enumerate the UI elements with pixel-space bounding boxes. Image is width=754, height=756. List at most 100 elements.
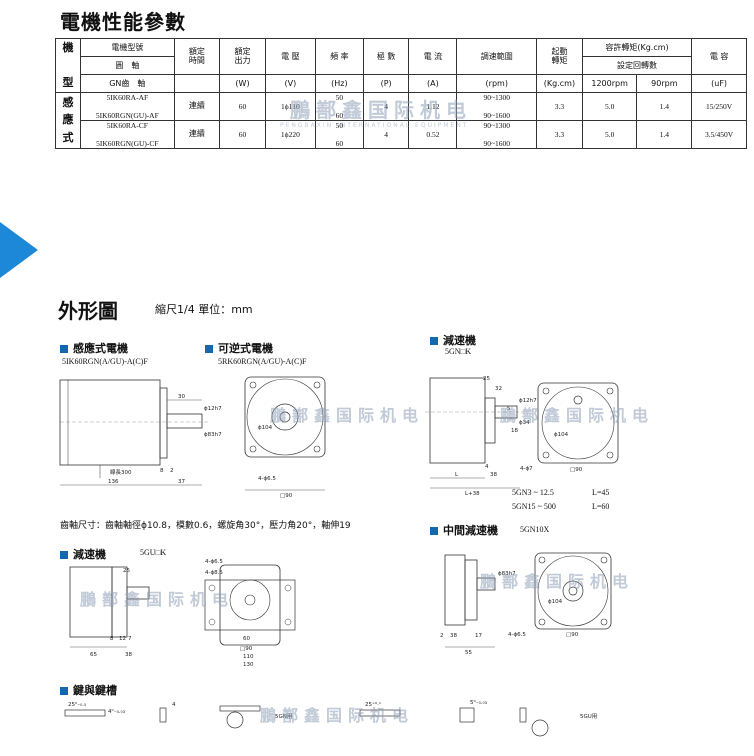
header-capacitor: 電 容 — [691, 38, 747, 75]
dim-17: 17 — [475, 633, 482, 639]
header-motor-model: 電機型號 — [80, 38, 175, 57]
unit-a: (A) — [408, 73, 458, 93]
dim-32: 32 — [495, 386, 502, 392]
dim-phi12: ϕ12h7 — [204, 406, 222, 412]
header-speed-range: 調速範圍 — [456, 38, 538, 75]
dim-110: 110 — [243, 654, 254, 660]
unit-uf: (uF) — [691, 73, 747, 93]
dim-pcd: ϕ104 — [548, 599, 563, 605]
header-allow-torque: 容許轉矩(Kg.cm) — [581, 38, 693, 57]
dim-holes: 4-ϕ6.5 — [508, 632, 526, 638]
square-bullet-icon — [430, 337, 438, 345]
dim-holes-2: 4-ϕ8.5 — [205, 570, 223, 576]
spec-range-2: 5GN15 ~ 500 — [512, 502, 556, 511]
dim-25: 25 — [483, 376, 490, 382]
dim-L38: L+38 — [465, 491, 480, 497]
unit-hz: (Hz) — [314, 73, 364, 93]
dim-18: 18 — [511, 428, 518, 434]
dim-holes: 4-ϕ7 — [520, 466, 533, 472]
section-reversible: 可逆式電機 — [205, 340, 273, 356]
induction-motor-drawing: 136 37 30 8 2 ϕ12h7 ϕ83h7 線長300 — [59, 379, 222, 486]
dim-90: □90 — [240, 646, 253, 652]
section-reducer-k: 減速機 — [430, 332, 476, 348]
section-reducer-gu: 減速機 — [60, 546, 106, 562]
watermark: 鵬鄯鑫国际机电 — [480, 572, 635, 591]
header-90rpm: 90rpm — [636, 73, 693, 93]
dim-phi12: ϕ12h7 — [519, 398, 537, 404]
dim-38: 38 — [490, 472, 497, 478]
outline-title: 外形圖 — [58, 299, 118, 323]
watermark: 鵬鄯鑫国际机电 — [260, 706, 415, 725]
dim-square: □90 — [570, 467, 583, 473]
mid-reducer-front-drawing: ϕ104 4-ϕ6.5 □90 — [508, 552, 612, 638]
dim-pcd: ϕ104 — [554, 432, 569, 438]
model-induction: 5IK60RGN(A/GU)-A(C)F — [62, 357, 148, 366]
dim-5: 5 — [507, 406, 511, 412]
square-bullet-icon — [60, 345, 68, 353]
dim-130: 130 — [243, 662, 254, 668]
dim-38: 38 — [125, 652, 132, 658]
dim-12: 12 — [119, 636, 126, 642]
spec-L-1: L=45 — [592, 488, 610, 497]
square-bullet-icon — [60, 551, 68, 559]
section-arrow-icon — [0, 222, 38, 278]
model-reducer-gu: 5GU□K — [140, 548, 167, 557]
square-bullet-icon — [430, 527, 438, 535]
spec-range-1: 5GN3 ~ 12.5 — [512, 488, 554, 497]
reducer-k-front-drawing: ϕ104 4-ϕ7 □90 — [520, 382, 619, 473]
watermark-sub: PENGBAXIN INTERNATIONAL EQUIPMENT — [280, 122, 469, 129]
header-1200rpm: 1200rpm — [581, 73, 638, 93]
dim-30: 30 — [178, 394, 185, 400]
model-mid-reducer: 5GN10X — [520, 525, 550, 534]
dim-key-4b: 4 — [172, 702, 176, 708]
watermark: 鵬鄯鑫国际机电 — [270, 406, 425, 425]
header-voltage: 電 壓 — [264, 38, 316, 75]
dim-key-5: 5⁰₋₀.₀₃ — [470, 699, 487, 706]
dim-2: 2 — [440, 633, 444, 639]
dim-phi83: ϕ83h7 — [204, 432, 222, 438]
watermark: 鵬鄯鑫国际机电 — [500, 406, 655, 425]
dim-square: □90 — [280, 493, 293, 499]
dim-136: 136 — [108, 479, 119, 485]
header-round-shaft: 圓 軸 — [80, 55, 175, 75]
reducer-k-side-drawing: 25 32 ϕ12h7 ϕ34 18 4 38 L L+38 5 — [425, 376, 537, 497]
key-gn-label: 5GN用 — [275, 713, 292, 720]
reducer-gu-side-drawing: 25 8 12 7 65 38 — [69, 566, 150, 658]
reducer-gu-front-drawing: 4-ϕ6.5 4-ϕ8.5 60 □90 110 130 — [204, 559, 296, 668]
lead-length: 線長300 — [110, 468, 132, 476]
dim-key-25b: 25⁺⁰·¹ — [365, 701, 381, 708]
header-current: 電 流 — [408, 38, 458, 75]
dim-38: 38 — [450, 633, 457, 639]
section-mid-reducer: 中間減速機 — [430, 522, 498, 538]
mid-reducer-side-drawing: 2 38 17 55 ϕ83h7 — [440, 554, 516, 656]
watermark: 鵬鄯鑫国际机电 — [290, 98, 472, 122]
section-induction: 感應式電機 — [60, 340, 128, 356]
unit-rpm: (rpm) — [456, 73, 538, 93]
dim-25: 25 — [123, 568, 130, 574]
model-reversible: 5RK60RGN(A/GU)-A(C)F — [218, 357, 307, 366]
unit-v: (V) — [264, 73, 316, 93]
header-start-torque: 起動轉矩 — [536, 38, 583, 75]
square-bullet-icon — [60, 687, 68, 695]
dim-4: 4 — [485, 464, 489, 470]
dim-8: 8 — [160, 468, 164, 474]
dim-7: 7 — [128, 636, 132, 642]
unit-w: (W) — [219, 73, 266, 93]
spec-title: 電機性能參數 — [60, 10, 186, 34]
spec-L-2: L=60 — [592, 502, 610, 511]
dim-key-4a: 4⁰₋₀.₀₃ — [108, 708, 125, 715]
dim-holes: 4-ϕ6.5 — [258, 476, 276, 482]
dim-60: 60 — [243, 636, 250, 642]
dim-phi83: ϕ83h7 — [498, 571, 516, 577]
dim-L: L — [455, 472, 459, 478]
dim-55: 55 — [465, 650, 472, 656]
header-frequency: 頻 率 — [314, 38, 364, 75]
header-set-speed: 設定回轉數 — [581, 55, 693, 75]
dim-key-25a: 25⁰₋₀.₅ — [68, 701, 86, 708]
section-key: 鍵與鍵槽 — [60, 682, 117, 698]
header-gn-shaft: GN齒 軸 — [80, 73, 175, 93]
dim-2: 2 — [170, 468, 174, 474]
model-reducer-k: 5GN□K — [445, 347, 472, 356]
